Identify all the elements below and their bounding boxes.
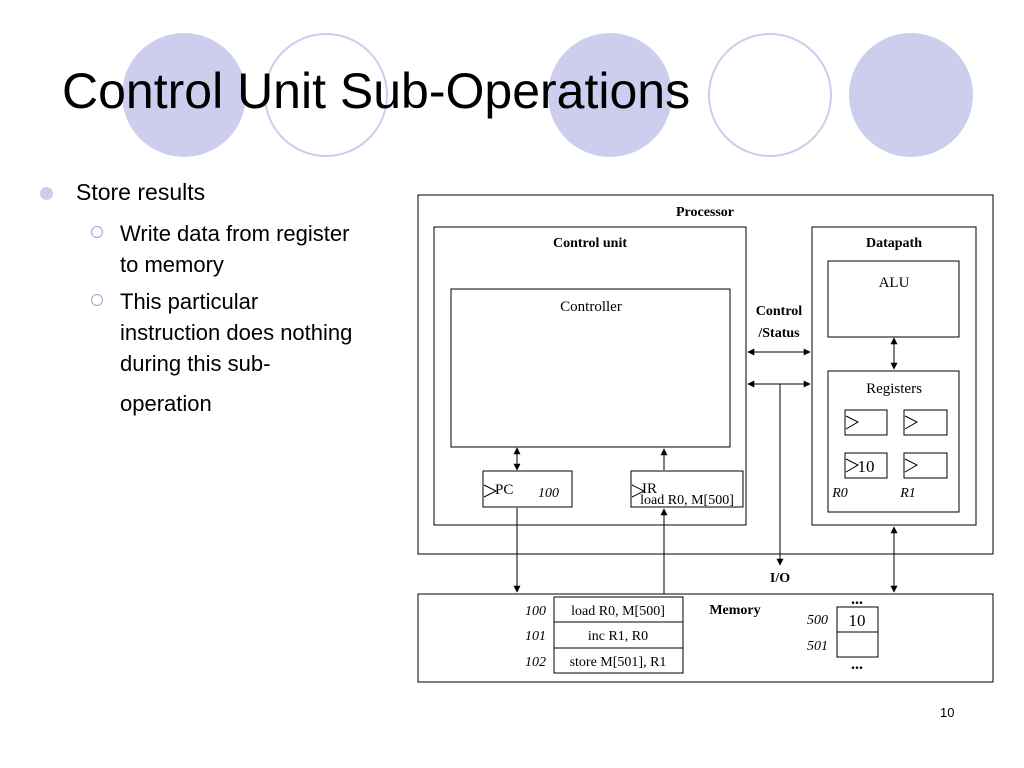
deco-circle-filled xyxy=(849,33,973,157)
register-cell xyxy=(844,409,888,436)
ir-value: load R0, M[500] xyxy=(640,493,734,508)
bullet-list: Store results Write data from register t… xyxy=(40,178,400,419)
clock-triangle-icon xyxy=(904,415,919,430)
registers-label: Registers xyxy=(866,381,922,397)
clock-triangle-icon xyxy=(904,458,919,473)
processor-label: Processor xyxy=(676,205,734,220)
deco-circle-outline xyxy=(708,33,832,157)
sub-bullet-line: This particular xyxy=(120,288,259,314)
pc-register xyxy=(482,470,573,508)
deco-circle-filled xyxy=(548,33,672,157)
memory-box xyxy=(417,593,994,683)
datapath-label: Datapath xyxy=(866,236,922,251)
controller-box xyxy=(450,288,731,448)
register-cell xyxy=(903,409,948,436)
memory-label: Memory xyxy=(709,603,760,618)
control-unit-label: Control unit xyxy=(553,236,627,251)
sub-bullet-line: operation xyxy=(120,390,212,416)
controller-label: Controller xyxy=(560,299,622,315)
control-status-label: /Status xyxy=(757,326,800,341)
ir-register xyxy=(630,470,744,508)
memory-address: 102 xyxy=(525,655,546,670)
memory-program-table xyxy=(553,596,684,674)
bullet-text: Store results xyxy=(76,179,206,205)
memory-data-value: 10 xyxy=(849,611,866,630)
deco-circle-filled xyxy=(122,33,246,157)
register-r0-value: 10 xyxy=(858,457,875,476)
sub-bullet-ring-icon xyxy=(91,225,103,238)
circle-decoration xyxy=(122,33,973,157)
memory-ellipsis: ... xyxy=(851,656,863,673)
register-r1-label: R1 xyxy=(899,486,916,501)
alu-box xyxy=(827,260,960,338)
memory-instruction: load R0, M[500] xyxy=(571,604,665,619)
clock-triangle-icon xyxy=(483,484,498,498)
sub-bullet-line: Write data from register xyxy=(120,220,350,246)
sub-bullet-ring-icon xyxy=(91,293,103,306)
sub-bullet-item: This particular instruction does nothing… xyxy=(40,286,400,419)
control-status-label: Control xyxy=(756,304,803,319)
register-r0 xyxy=(844,452,888,479)
alu-label: ALU xyxy=(879,275,910,291)
io-label: I/O xyxy=(770,571,790,586)
sub-bullet-item: Write data from register to memory xyxy=(40,218,400,280)
pc-value: 100 xyxy=(538,486,559,501)
memory-ellipsis: ... xyxy=(851,591,863,608)
bullet-item: Store results xyxy=(40,178,400,208)
clock-triangle-icon xyxy=(845,458,860,473)
memory-data-address: 501 xyxy=(807,639,828,654)
pc-label: PC xyxy=(495,482,513,498)
memory-data-address: 500 xyxy=(807,613,828,628)
clock-triangle-icon xyxy=(631,484,646,498)
ir-label: IR xyxy=(642,481,657,497)
memory-address: 100 xyxy=(525,604,546,619)
memory-instruction: store M[501], R1 xyxy=(570,655,667,670)
bullet-dot-icon xyxy=(40,187,53,200)
sub-bullet-line: during this sub- xyxy=(120,350,271,376)
register-r1 xyxy=(903,452,948,479)
sub-bullet-line: instruction does nothing xyxy=(120,319,353,345)
sub-bullet-line: to memory xyxy=(120,251,224,277)
slide-title: Control Unit Sub-Operations xyxy=(62,63,691,119)
page-number: 10 xyxy=(940,705,955,720)
deco-circle-outline xyxy=(264,33,388,157)
memory-instruction: inc R1, R0 xyxy=(588,629,648,644)
register-r0-label: R0 xyxy=(831,486,848,501)
memory-address: 101 xyxy=(525,629,546,644)
clock-triangle-icon xyxy=(845,415,860,430)
registers-box xyxy=(827,370,960,513)
